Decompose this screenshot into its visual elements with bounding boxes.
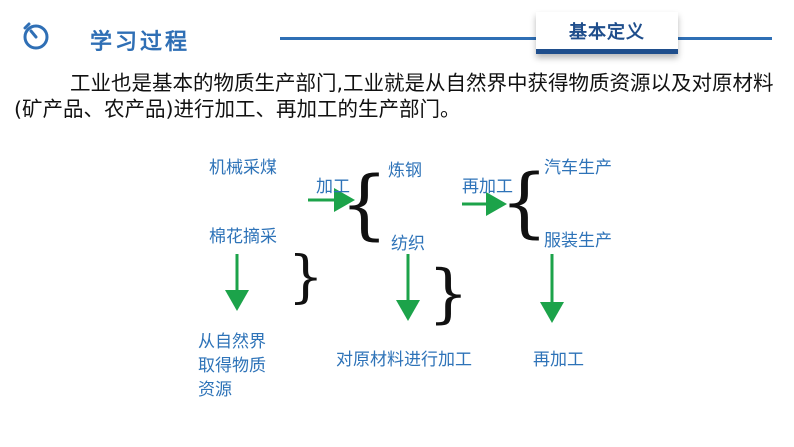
stage3-bottom-label: 服装生产	[544, 231, 612, 251]
stage1-bottom-label: 棉花摘采	[209, 227, 277, 247]
stopwatch-icon	[23, 22, 49, 50]
header-divider-left	[280, 37, 542, 40]
summary-processing: 对原材料进行加工	[336, 350, 472, 370]
summary-extraction-line-1: 从自然界	[198, 332, 266, 352]
topic-badge-label: 基本定义	[569, 22, 645, 43]
stage2-top-label: 炼钢	[388, 161, 422, 181]
summary-extraction-line-2: 取得物质	[198, 356, 266, 376]
section-title: 学习过程	[90, 30, 191, 55]
stage2-bottom-label: 纺织	[391, 234, 425, 254]
process-edge-label: 加工	[316, 177, 350, 197]
stage3-top-label: 汽车生产	[544, 158, 612, 178]
topic-badge: 基本定义	[536, 12, 678, 54]
brace-reprocess: {	[500, 157, 549, 246]
definition-text: 工业也是基本的物质生产部门,工业就是从自然界中获得物质资源以及对原材料(矿产品、…	[14, 71, 774, 121]
summary-extraction: 从自然界 取得物质 资源	[198, 330, 266, 402]
brace-raw: }	[288, 245, 324, 310]
summary-extraction-line-3: 资源	[198, 380, 232, 400]
brace-textile: }	[428, 257, 469, 331]
stage1-top-label: 机械采煤	[209, 158, 277, 178]
reprocess-edge-label: 再加工	[462, 177, 513, 197]
brace-process: {	[340, 159, 389, 248]
summary-reprocessing: 再加工	[533, 350, 584, 370]
header-divider-right	[672, 37, 772, 40]
